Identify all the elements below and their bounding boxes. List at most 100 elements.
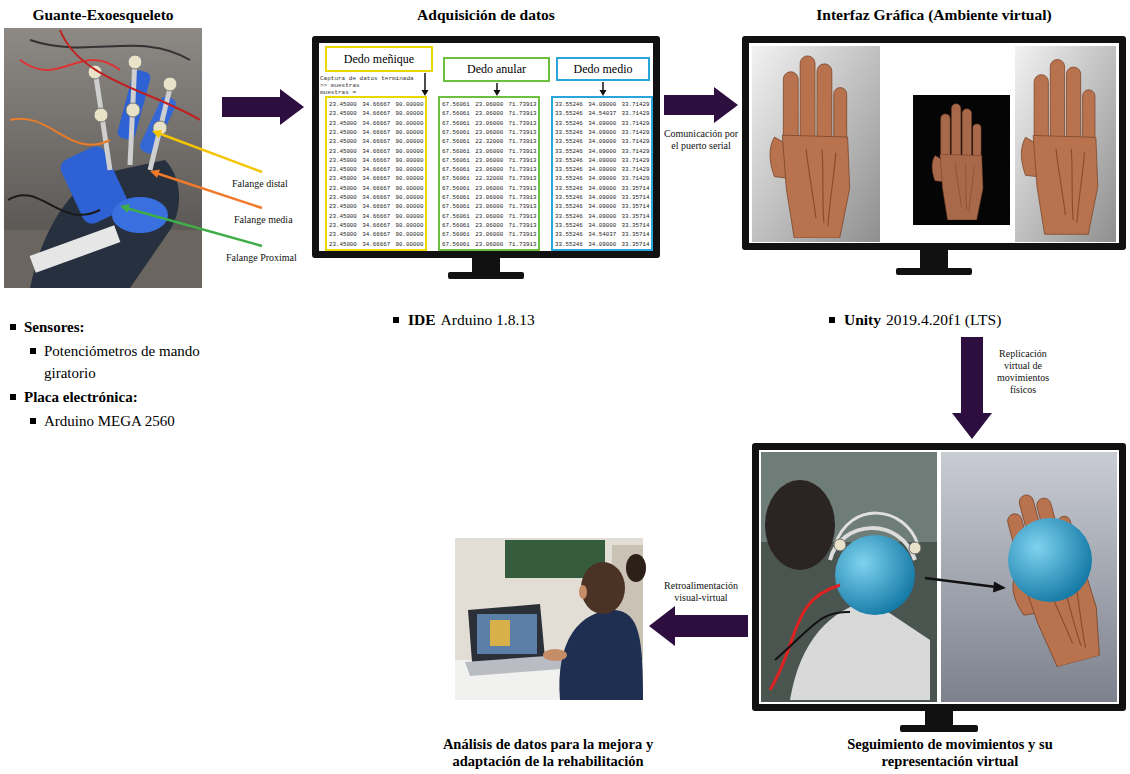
- illustration-part: [752, 46, 880, 242]
- illustration-part: [496, 83, 498, 91]
- flow-arrow: [664, 87, 738, 123]
- table-cell: 67.56061 23.06000 71.73913: [442, 193, 536, 202]
- spec-text: Potenciómetros de mando giratorio: [44, 340, 223, 384]
- illustration-part: [126, 208, 262, 246]
- illustration-part: [761, 452, 937, 702]
- table-cell: 23.45000 34.66667 90.00000: [329, 240, 423, 249]
- table-cell: 33.55246 34.09000 33.35714: [555, 212, 649, 221]
- table-cell: 23.45000 34.66667 90.00000: [329, 119, 423, 128]
- table-cell: 67.56061 23.06000 71.73913: [442, 165, 536, 174]
- illustration-part: [424, 73, 426, 91]
- table-cell: 67.56061 22.32000 71.73913: [442, 174, 536, 183]
- illustration-part: [770, 585, 840, 690]
- flow-arrow: [952, 337, 992, 439]
- spec-text: Placa electrónica:: [24, 386, 138, 408]
- table-cell: 33.55246 34.09000 33.35714: [555, 193, 649, 202]
- photo-node: Análisis de datos para la mejora y adapt…: [455, 538, 643, 700]
- illustration-part: [775, 612, 850, 660]
- spec-item: Potenciómetros de mando giratorio: [8, 340, 223, 384]
- illustration-part: [770, 56, 850, 238]
- illustration-part: [900, 725, 978, 732]
- photo-node: Guante-Exoesqueleto: [4, 28, 202, 288]
- bullet-square: [30, 348, 36, 354]
- illustration-part: [20, 60, 120, 70]
- table-cell: 67.56061 23.06000 71.73913: [442, 109, 536, 118]
- illustration-part: [543, 649, 567, 661]
- spec-list: Sensores:Potenciómetros de mando girator…: [8, 316, 223, 434]
- table-cell: 23.45000 34.66667 90.00000: [329, 193, 423, 202]
- bullet-square: [10, 394, 16, 400]
- tool-version: Arduino 1.8.13: [441, 310, 535, 329]
- tool-name: Unity: [844, 310, 881, 329]
- illustration-part: [95, 70, 110, 170]
- illustration-part: [10, 119, 110, 145]
- finger-tag: Dedo medio: [556, 57, 650, 81]
- console-text: >> muestras: [320, 82, 360, 89]
- table-cell: 33.55246 34.09000 33.35714: [555, 184, 649, 193]
- illustration-part: [896, 268, 972, 275]
- illustration-part: [120, 204, 130, 213]
- illustration-part: [477, 614, 537, 654]
- edge-label: Replicación virtual de movimientos físic…: [990, 348, 1056, 396]
- illustration-part: [925, 711, 953, 725]
- illustration-part: [490, 620, 510, 646]
- table-cell: 23.45000 34.66667 90.00000: [329, 156, 423, 165]
- illustration-part: [4, 28, 202, 288]
- table-cell: 33.55246 34.09000 33.35714: [555, 221, 649, 230]
- table-cell: 23.45000 34.66667 90.00000: [329, 147, 423, 156]
- table-cell: 67.56061 23.06000 71.73913: [442, 184, 536, 193]
- spec-item: Placa electrónica:: [8, 386, 223, 408]
- illustration-part: [602, 82, 604, 91]
- edge-label: Retroalimentación visual-virtual: [655, 580, 747, 604]
- table-cell: 33.55246 34.09000 33.71429: [555, 128, 649, 137]
- illustration-part: [626, 554, 646, 582]
- finger-tag: Dedo anular: [443, 57, 550, 82]
- table-cell: 67.56061 23.06000 71.73913: [442, 240, 536, 249]
- table-cell: 67.56061 23.06000 71.73913: [442, 156, 536, 165]
- flow-arrow: [649, 606, 748, 646]
- table-cell: 33.55246 34.09000 33.71429: [555, 165, 649, 174]
- table-cell: 67.56061 23.06000 71.73913: [442, 147, 536, 156]
- virtual-hands-screen: [752, 46, 1116, 275]
- illustration-part: [834, 539, 846, 551]
- bullet-square: [829, 317, 835, 323]
- illustration-part: [993, 582, 1006, 593]
- table-cell: 33.55246 34.09000 33.71429: [555, 137, 649, 146]
- illustration-part: [468, 604, 545, 662]
- table-cell: 23.45000 34.66667 90.00000: [329, 184, 423, 193]
- glove-photo: [4, 28, 202, 288]
- console-text: Captura de datos terminada: [320, 75, 414, 82]
- illustration-part: [552, 97, 652, 250]
- tool-name: IDE: [408, 310, 436, 329]
- table-cell: 23.45000 34.66667 90.00000: [329, 137, 423, 146]
- finger-label: Dedo meñique: [344, 52, 414, 67]
- table-cell: 23.45000 34.66667 90.00000: [329, 128, 423, 137]
- tool-version: 2019.4.20f1 (LTS): [886, 310, 1001, 329]
- table-cell: 67.56061 22.32000 71.73913: [442, 137, 536, 146]
- illustration-part: [112, 197, 168, 233]
- finger-label: Dedo anular: [467, 62, 526, 77]
- monitor-screen: Interfaz Gráfica (Ambiente virtual)Unity…: [742, 36, 1126, 250]
- illustration-part: [60, 30, 200, 120]
- bullet-square: [393, 317, 399, 323]
- table-cell: 67.56061 23.06000 71.73913: [442, 221, 536, 230]
- illustration-part: [152, 130, 162, 138]
- edge-label: Comunicación por el puerto serial: [661, 128, 741, 152]
- table-cell: 67.56061 23.06000 71.73913: [442, 230, 536, 239]
- illustration-part: [30, 225, 121, 273]
- bullet-square: [30, 418, 36, 424]
- illustration-part: [1015, 46, 1116, 242]
- table-cell: 67.56061 23.06000 71.73913: [442, 100, 536, 109]
- table-cell: 67.56061 23.06000 71.73913: [442, 119, 536, 128]
- illustration-part: [128, 55, 142, 69]
- illustration-part: [163, 77, 177, 91]
- illustration-part: [30, 40, 190, 60]
- tracking-screen: [761, 452, 1117, 732]
- illustration-part: [835, 513, 918, 545]
- table-cell: 33.55246 34.09000 33.71429: [555, 156, 649, 165]
- illustration-part: [920, 250, 948, 268]
- callout-label: Falange distal: [232, 178, 288, 190]
- finger-label: Dedo medio: [574, 62, 633, 77]
- tool-line: IDE Arduino 1.8.13: [393, 310, 535, 329]
- illustration-part: [439, 97, 539, 250]
